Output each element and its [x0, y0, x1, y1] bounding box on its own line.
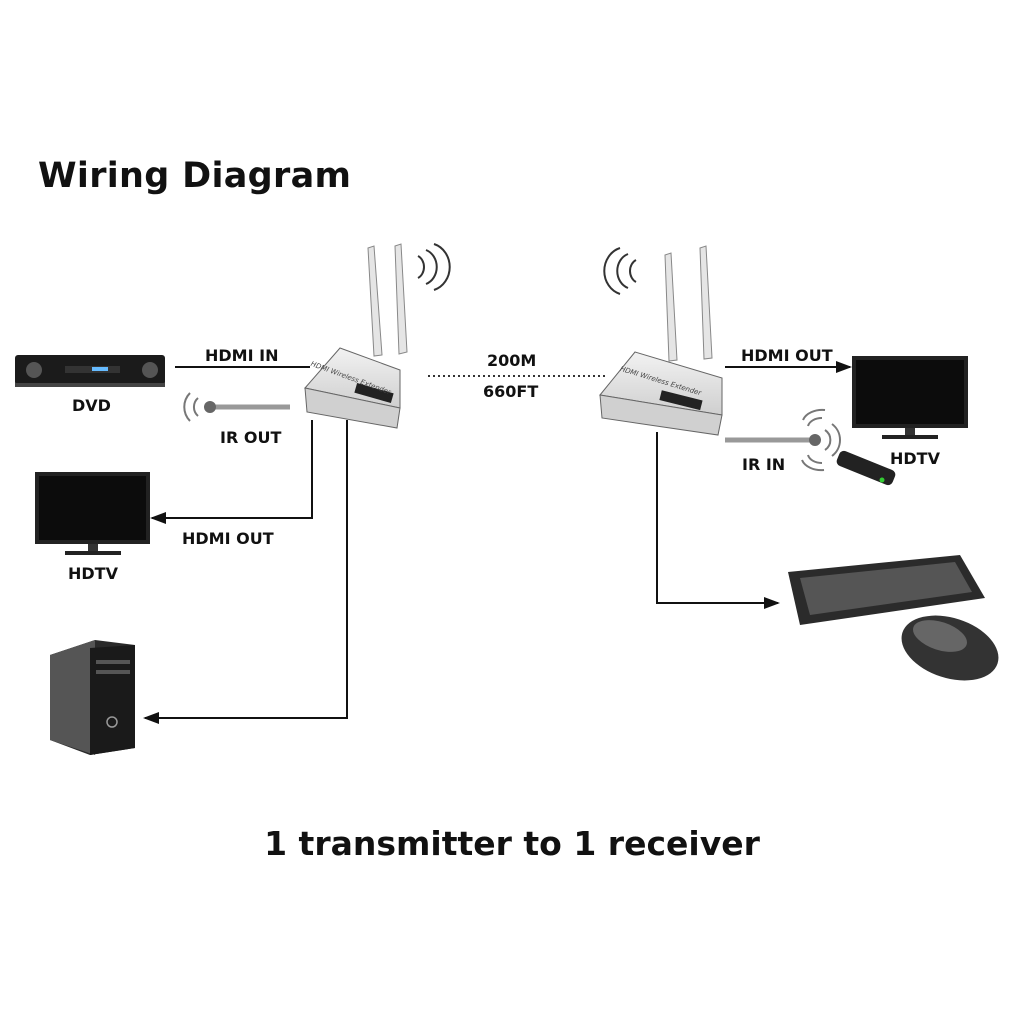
- hdtv-right-icon: [852, 356, 968, 439]
- label-hdtv-right: HDTV: [890, 449, 940, 468]
- dvd-player-icon: [15, 355, 165, 387]
- hdtv-left-icon: [35, 472, 150, 555]
- page-title: Wiring Diagram: [38, 156, 352, 196]
- ir-in-cable: [725, 408, 841, 472]
- transmitter-device: HDMI Wireless Extender: [304, 243, 451, 429]
- label-hdmi-in: HDMI IN: [205, 346, 279, 365]
- label-hdmi-out-right: HDMI OUT: [741, 346, 833, 365]
- diagram-caption: 1 transmitter to 1 receiver: [264, 824, 760, 863]
- pc-tower-icon: [50, 640, 135, 755]
- label-hdtv-left: HDTV: [68, 564, 118, 583]
- label-dvd: DVD: [72, 396, 111, 415]
- remote-control-icon: [836, 450, 896, 486]
- keyboard-icon: [788, 555, 985, 625]
- usb-keyboard-cable: [656, 432, 780, 609]
- usb-pc-cable: [143, 420, 348, 724]
- receiver-device: HDMI Wireless Extender: [599, 245, 723, 436]
- label-distance-ft: 660FT: [483, 382, 539, 401]
- label-hdmi-out-left: HDMI OUT: [182, 529, 274, 548]
- mouse-icon: [901, 615, 999, 681]
- hdmi-out-left-cable: [150, 420, 313, 524]
- label-ir-out: IR OUT: [220, 428, 282, 447]
- ir-out-cable: [183, 392, 290, 422]
- label-ir-in: IR IN: [742, 455, 786, 474]
- label-distance-m: 200M: [487, 351, 537, 370]
